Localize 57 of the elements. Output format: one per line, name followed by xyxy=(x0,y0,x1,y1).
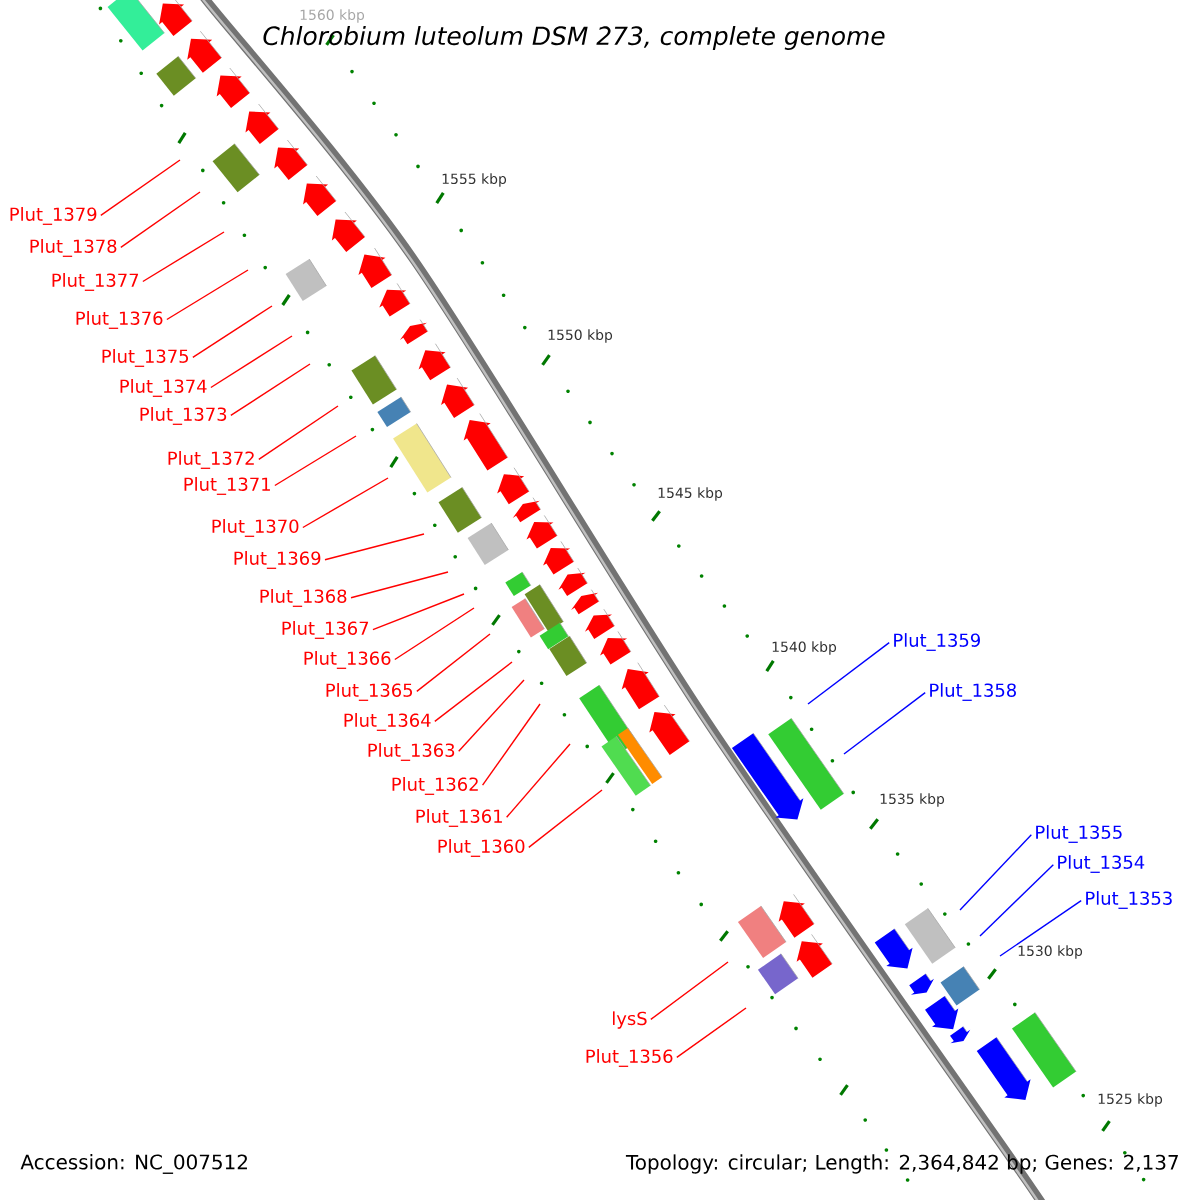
leader-line xyxy=(979,864,1054,937)
leader-line xyxy=(807,641,890,705)
gene-label: Plut_1378 xyxy=(30,239,117,257)
leader-line xyxy=(416,633,491,693)
gene-label: Plut_1360 xyxy=(438,839,525,857)
gene-label: Plut_1366 xyxy=(304,651,391,669)
gene-label: lysS xyxy=(613,1011,647,1029)
gene-label: Plut_1372 xyxy=(168,451,254,469)
gene-label: Plut_1364 xyxy=(344,713,431,731)
leader-line xyxy=(302,477,389,529)
leader-line xyxy=(350,571,449,599)
leader-line xyxy=(324,533,425,561)
gene-label: Plut_1376 xyxy=(76,311,163,329)
leader-line xyxy=(843,691,926,755)
gene-label: Plut_1361 xyxy=(416,809,502,827)
title: Chlorobium luteolum DSM 273, complete genome xyxy=(263,25,885,51)
gene-label: Plut_1365 xyxy=(326,683,413,701)
leader-line xyxy=(676,1007,747,1059)
gene-label: Plut_1356 xyxy=(586,1049,673,1067)
leader-line xyxy=(481,703,541,786)
gene-label: Plut_1369 xyxy=(234,551,321,569)
leader-line xyxy=(650,961,729,1021)
gene-label: Plut_1367 xyxy=(282,621,369,639)
leader-line xyxy=(258,405,339,461)
leader-line xyxy=(210,335,293,389)
leader-line xyxy=(192,305,273,359)
gene-label: Plut_1379 xyxy=(10,207,97,225)
gene-label: Plut_1359 xyxy=(894,633,980,651)
leader-line xyxy=(100,159,181,217)
leader-line xyxy=(458,679,525,752)
leader-line xyxy=(528,789,603,849)
gene-label: Plut_1355 xyxy=(1036,825,1122,843)
leader-line xyxy=(505,743,571,818)
gene-label: Plut_1363 xyxy=(368,743,455,761)
footer-text: Accession: NC_007512 xyxy=(20,1154,247,1174)
leader-line xyxy=(230,363,311,417)
leader-line xyxy=(394,607,475,661)
leader-line xyxy=(959,834,1033,911)
leader-line xyxy=(274,435,357,487)
footer-text: Topology: circular; Length: 2,364,842 bp; Genes: 2,137 xyxy=(625,1154,1178,1174)
gene-label: Plut_1373 xyxy=(140,407,227,425)
gene-label: Plut_1375 xyxy=(102,349,189,367)
gene-label: Plut_1354 xyxy=(1058,855,1145,873)
leader-line xyxy=(166,269,249,321)
gene-label: Plut_1358 xyxy=(930,683,1016,701)
leader-line xyxy=(142,231,225,283)
gene-label: Plut_1353 xyxy=(1086,891,1172,909)
gene-label: Plut_1377 xyxy=(52,273,139,291)
leader-line xyxy=(434,661,513,723)
leader-line xyxy=(372,593,465,631)
gene-label: Plut_1374 xyxy=(120,379,207,397)
gene-label: Plut_1371 xyxy=(184,477,270,495)
gene-label: Plut_1370 xyxy=(212,519,299,537)
leader-line xyxy=(120,191,201,249)
leader-line xyxy=(999,899,1082,957)
gene-label: Plut_1368 xyxy=(260,589,347,607)
gene-label: Plut_1362 xyxy=(392,777,478,795)
